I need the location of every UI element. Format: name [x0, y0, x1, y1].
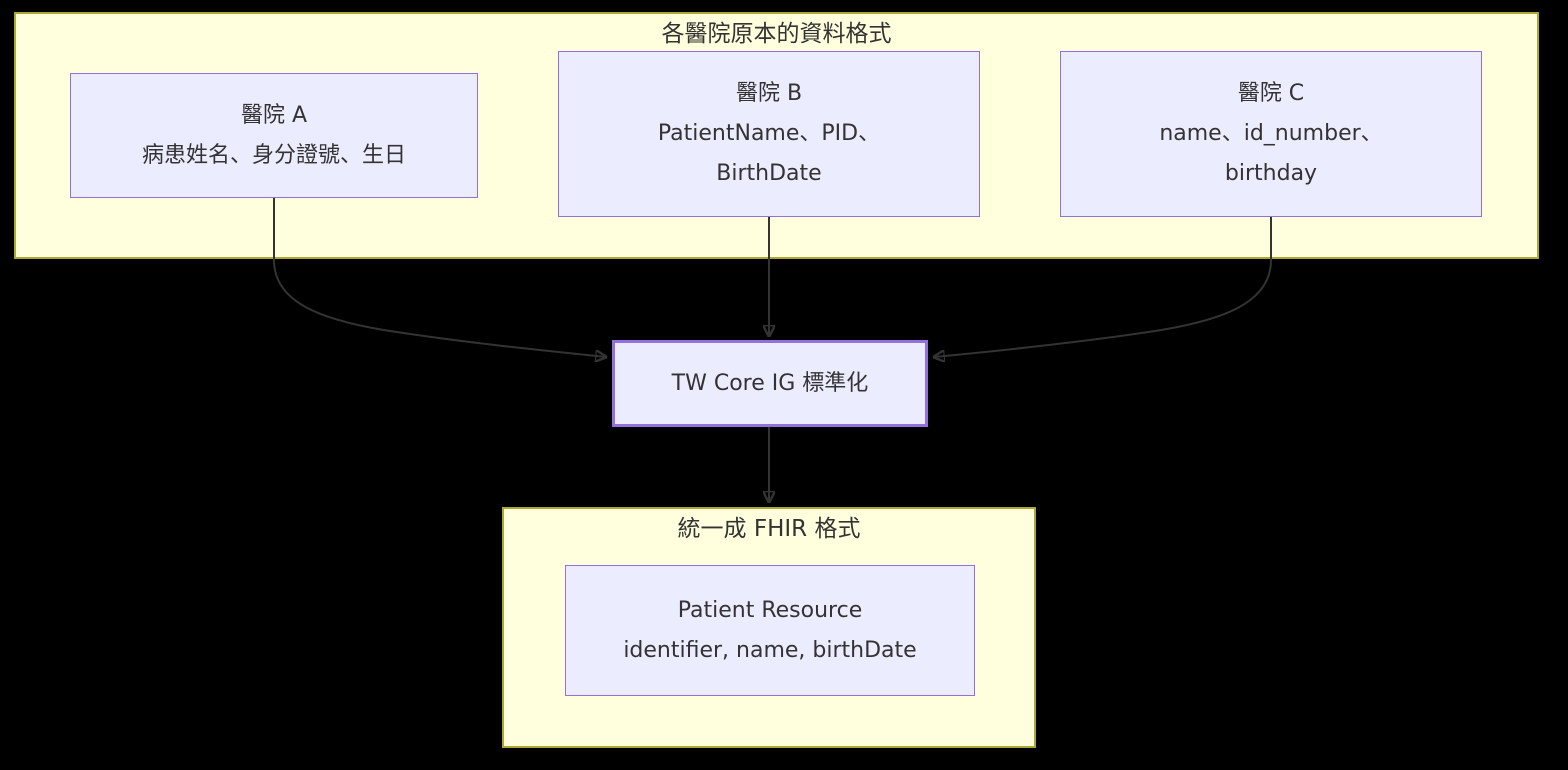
node-hospital-c-title: 醫院 C [1237, 81, 1305, 106]
cluster-source-title: 各醫院原本的資料格式 [661, 21, 892, 47]
edge-hospital-c-to-tw-core [934, 217, 1272, 357]
edge-hospital-a-to-tw-core [273, 198, 606, 357]
node-hospital-b-fields-1: PatientName、PID、 [657, 121, 881, 146]
node-tw-core-ig-label: TW Core IG 標準化 [671, 370, 869, 396]
node-patient-resource-title: Patient Resource [677, 597, 863, 623]
node-patient-resource-fields: identifier, name, birthDate [623, 637, 917, 663]
node-hospital-c: 醫院 C name、id_number、 birthday [1060, 51, 1482, 217]
node-hospital-a-title: 醫院 A [240, 102, 308, 128]
node-patient-resource: Patient Resource identifier, name, birth… [565, 565, 975, 696]
node-hospital-a-fields: 病患姓名、身分證號、生日 [141, 142, 406, 168]
node-hospital-b: 醫院 B PatientName、PID、 BirthDate [558, 51, 980, 217]
node-hospital-b-fields-2: BirthDate [716, 161, 822, 186]
node-hospital-b-title: 醫院 B [735, 81, 803, 106]
node-hospital-c-fields-2: birthday [1224, 161, 1318, 186]
cluster-fhir-title: 統一成 FHIR 格式 [677, 516, 861, 542]
node-hospital-c-fields-1: name、id_number、 [1159, 121, 1383, 146]
node-tw-core-ig: TW Core IG 標準化 [612, 340, 928, 427]
node-hospital-a: 醫院 A 病患姓名、身分證號、生日 [70, 73, 478, 198]
